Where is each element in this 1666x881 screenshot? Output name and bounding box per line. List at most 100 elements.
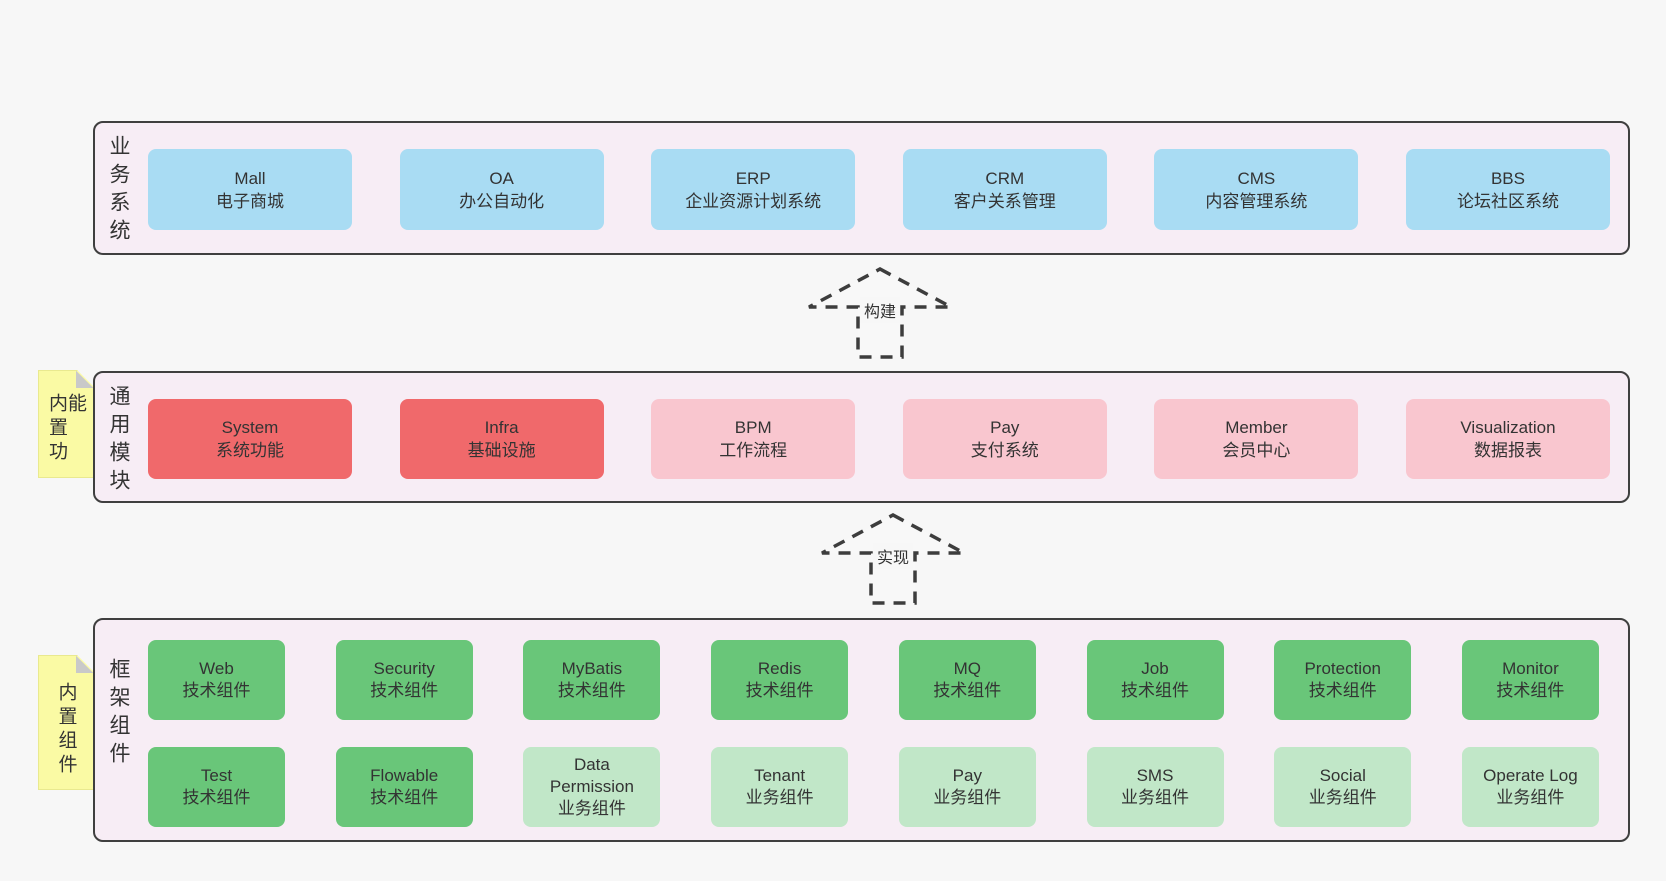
- section-label-framework: 框架组件: [107, 658, 130, 770]
- panel-framework-components: 框架组件 Web 技术组件 Security 技术组件 MyBatis 技术组件…: [93, 618, 1630, 842]
- modules-box-row: System 系统功能 Infra 基础设施 BPM 工作流程 Pay 支付系统…: [148, 399, 1610, 479]
- box-title: Pay: [952, 766, 982, 785]
- box-title: Visualization: [1460, 418, 1556, 437]
- box-title: Social: [1319, 766, 1366, 785]
- box-subtitle: 会员中心: [1222, 441, 1291, 460]
- box-subtitle: 企业资源计划系统: [685, 191, 822, 211]
- framework-box-row-1: Web 技术组件 Security 技术组件 MyBatis 技术组件 Redi…: [148, 640, 1599, 720]
- box-subtitle: 系统功能: [216, 441, 284, 460]
- box-title: System: [221, 418, 279, 437]
- module-box: Flowable 技术组件: [335, 747, 473, 827]
- box-title: Protection: [1304, 659, 1381, 678]
- box-subtitle: 业务组件: [745, 788, 814, 807]
- box-title: Data Permission: [549, 755, 634, 796]
- module-box: Data Permission 业务组件: [523, 747, 661, 827]
- box-subtitle: 技术组件: [745, 681, 814, 700]
- box-title: BBS: [1490, 168, 1525, 188]
- box-subtitle: 技术组件: [1121, 681, 1190, 700]
- module-box: Security 技术组件: [335, 640, 473, 720]
- box-subtitle: 业务组件: [1308, 788, 1377, 807]
- box-title: Monitor: [1502, 659, 1559, 678]
- tag-label: 内置组件: [55, 682, 77, 778]
- box-title: Flowable: [370, 766, 439, 785]
- box-title: Web: [199, 659, 234, 678]
- module-box: Mall 电子商城: [148, 149, 352, 230]
- box-title: SMS: [1136, 766, 1174, 785]
- box-title: Security: [373, 659, 435, 678]
- box-title: MQ: [953, 659, 981, 678]
- box-title: Test: [200, 766, 233, 785]
- box-title: Job: [1141, 659, 1169, 678]
- box-subtitle: 工作流程: [719, 441, 788, 460]
- arrow-build: 构建: [805, 265, 955, 361]
- module-box: CRM 客户关系管理: [902, 149, 1107, 230]
- box-title: CRM: [985, 168, 1025, 188]
- module-box: Monitor 技术组件: [1461, 640, 1599, 720]
- box-subtitle: 技术组件: [1308, 681, 1377, 700]
- box-title: Pay: [990, 418, 1020, 437]
- module-box: CMS 内容管理系统: [1154, 149, 1359, 230]
- sticky-tag-built-in-components: 内置组件: [38, 655, 94, 790]
- module-box: Social 业务组件: [1274, 747, 1412, 827]
- module-box: Redis 技术组件: [711, 640, 849, 720]
- box-title: Redis: [757, 659, 802, 678]
- module-box: Protection 技术组件: [1274, 640, 1412, 720]
- folded-corner-icon: [76, 371, 93, 388]
- module-box: BPM 工作流程: [651, 399, 856, 479]
- box-title: Tenant: [754, 766, 806, 785]
- sticky-tag-built-in-features: 内置功能: [38, 370, 94, 478]
- panel-common-modules: 通用模块 System 系统功能 Infra 基础设施 BPM 工作流程 Pay…: [93, 371, 1630, 503]
- arrow-build-label: 构建: [859, 297, 901, 323]
- module-box: Infra 基础设施: [399, 399, 604, 479]
- tag-label: 内置功能: [46, 393, 86, 465]
- module-box: Job 技术组件: [1086, 640, 1224, 720]
- module-box: Visualization 数据报表: [1405, 399, 1610, 479]
- box-title: Operate Log: [1483, 766, 1578, 785]
- box-subtitle: 业务组件: [1121, 788, 1190, 807]
- module-box: Web 技术组件: [148, 640, 285, 720]
- box-title: BPM: [734, 418, 772, 437]
- arrow-implement-label: 实现: [872, 543, 914, 569]
- box-subtitle: 技术组件: [1496, 681, 1565, 700]
- box-subtitle: 办公自动化: [459, 191, 545, 211]
- box-title: CMS: [1237, 168, 1276, 188]
- box-subtitle: 业务组件: [557, 799, 626, 818]
- module-box: BBS 论坛社区系统: [1405, 149, 1610, 230]
- box-subtitle: 技术组件: [182, 681, 251, 700]
- box-title: Member: [1225, 418, 1288, 437]
- box-subtitle: 业务组件: [933, 788, 1002, 807]
- box-title: MyBatis: [561, 659, 623, 678]
- module-box: Operate Log 业务组件: [1461, 747, 1599, 827]
- module-box: SMS 业务组件: [1086, 747, 1224, 827]
- module-box: MQ 技术组件: [898, 640, 1036, 720]
- module-box: ERP 企业资源计划系统: [651, 149, 856, 230]
- box-subtitle: 客户关系管理: [953, 191, 1056, 211]
- box-subtitle: 技术组件: [370, 681, 439, 700]
- box-subtitle: 基础设施: [467, 441, 536, 460]
- box-title: Infra: [484, 418, 519, 437]
- module-box: Pay 业务组件: [898, 747, 1036, 827]
- module-box: MyBatis 技术组件: [523, 640, 661, 720]
- box-subtitle: 电子商城: [216, 191, 284, 211]
- module-box: Pay 支付系统: [902, 399, 1107, 479]
- box-subtitle: 论坛社区系统: [1456, 191, 1559, 211]
- box-subtitle: 技术组件: [933, 681, 1002, 700]
- box-subtitle: 技术组件: [370, 788, 439, 807]
- box-subtitle: 支付系统: [970, 441, 1039, 460]
- module-box: System 系统功能: [148, 399, 352, 479]
- framework-box-row-2: Test 技术组件 Flowable 技术组件 Data Permission …: [148, 747, 1599, 827]
- box-subtitle: 数据报表: [1473, 441, 1542, 460]
- box-subtitle: 业务组件: [1496, 788, 1565, 807]
- panel-business-systems: 业务系统 Mall 电子商城 OA 办公自动化 ERP 企业资源计划系统 CRM…: [93, 121, 1630, 255]
- module-box: Tenant 业务组件: [711, 747, 849, 827]
- box-title: ERP: [735, 168, 771, 188]
- box-title: Mall: [234, 168, 266, 188]
- arrow-implement: 实现: [818, 511, 968, 607]
- box-subtitle: 技术组件: [182, 788, 251, 807]
- business-box-row: Mall 电子商城 OA 办公自动化 ERP 企业资源计划系统 CRM 客户关系…: [148, 149, 1610, 230]
- section-label-modules: 通用模块: [107, 385, 130, 497]
- section-label-business: 业务系统: [107, 135, 130, 247]
- folded-corner-icon: [76, 656, 93, 673]
- box-title: OA: [489, 168, 514, 188]
- module-box: OA 办公自动化: [399, 149, 604, 230]
